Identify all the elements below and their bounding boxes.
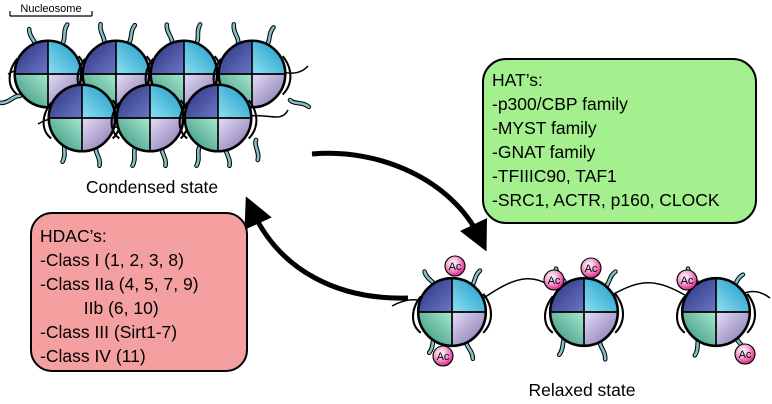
- scale-bar-label: Nucleosome: [20, 3, 81, 15]
- hat-item: -MYST family: [492, 118, 597, 138]
- hat-title: HAT’s:: [492, 70, 543, 90]
- relaxed-state-label: Relaxed state: [528, 380, 635, 400]
- hdac-item: -Class IV (11): [40, 346, 146, 366]
- hat-item: -SRC1, ACTR, p160, CLOCK: [492, 190, 720, 210]
- acetyl-mark-label: Ac: [681, 275, 694, 287]
- hat-box: HAT’s: -p300/CBP family -MYST family -GN…: [482, 58, 757, 224]
- hdac-item: -Class I (1, 2, 3, 8): [40, 250, 184, 270]
- acetyl-marks: Ac Ac Ac Ac Ac Ac: [432, 255, 756, 367]
- acetyl-mark-label: Ac: [449, 261, 462, 273]
- hdac-title: HDAC’s:: [40, 226, 107, 246]
- acetyl-mark-label: Ac: [585, 263, 598, 275]
- hat-item: -p300/CBP family: [492, 94, 628, 114]
- condensed-state-label: Condensed state: [86, 177, 218, 197]
- acetyl-mark-label: Ac: [739, 349, 752, 361]
- hdac-item: -Class IIa (4, 5, 7, 9): [40, 274, 199, 294]
- hdac-item: -Class III (Sirt1-7): [40, 322, 178, 342]
- deacetylation-arrow: [244, 196, 409, 301]
- hdac-box: HDAC’s: -Class I (1, 2, 3, 8) -Class IIa…: [30, 212, 248, 372]
- hat-item: -GNAT family: [492, 142, 596, 162]
- scale-bar: Nucleosome: [9, 3, 93, 17]
- condensed-chromatin: [1, 24, 309, 166]
- hdac-item: IIb (6, 10): [40, 298, 159, 318]
- acetylation-arrow: [311, 150, 487, 252]
- acetyl-mark-label: Ac: [437, 351, 450, 363]
- acetyl-mark-label: Ac: [548, 275, 561, 287]
- hat-item: -TFIIIC90, TAF1: [492, 166, 617, 186]
- relaxed-chromatin: Ac Ac Ac Ac Ac Ac: [391, 255, 771, 367]
